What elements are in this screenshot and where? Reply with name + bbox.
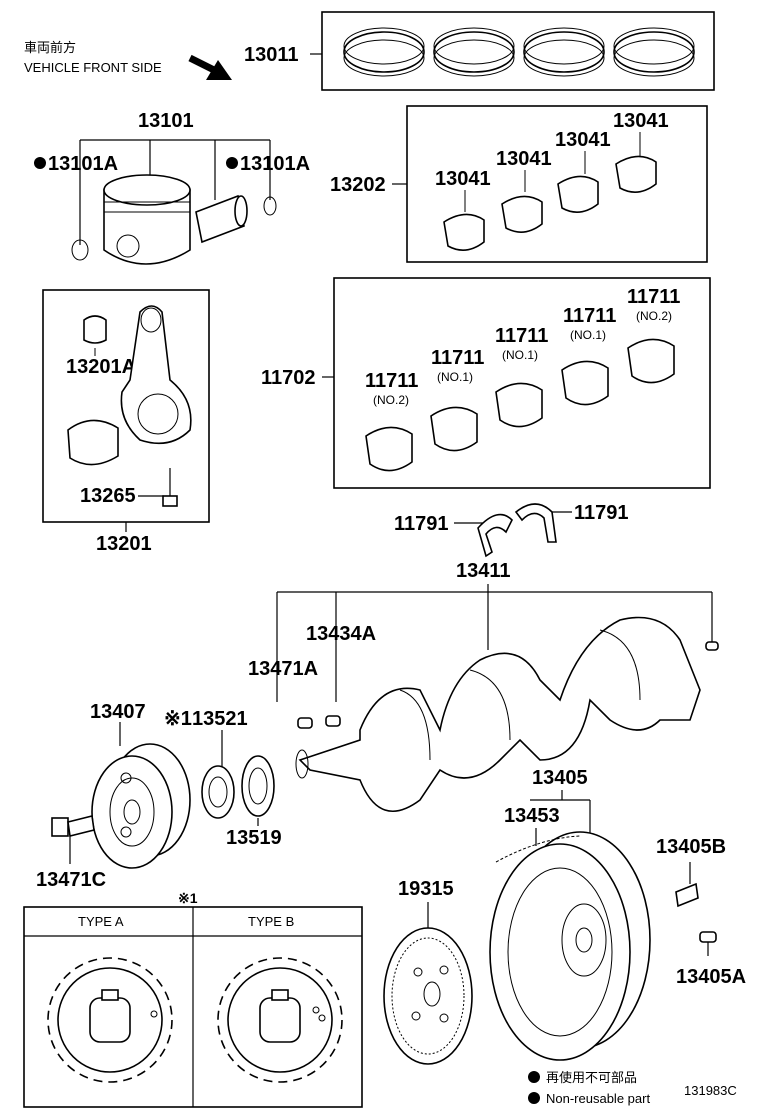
part-number-13201A: 13201A <box>66 356 136 378</box>
legend-en: Non-reusable part <box>546 1091 650 1106</box>
part-number-13202: 13202 <box>330 174 386 196</box>
part-number-13407: 13407 <box>90 701 146 723</box>
part-number-13041-2: 13041 <box>496 148 552 170</box>
front-label-en: VEHICLE FRONT SIDE <box>24 60 162 75</box>
sprocket-type-a-icon <box>47 957 173 1083</box>
part-number-13265: 13265 <box>80 485 136 507</box>
flywheel-pin-icon <box>699 931 717 956</box>
part-number-13101A-left: 13101A <box>48 153 118 175</box>
part-number-11711-5: 11711 <box>627 286 680 308</box>
non-reusable-dot <box>226 157 238 169</box>
sprocket-group: ※1 13521 13519 <box>164 708 282 849</box>
part-number-13405B: 13405B <box>656 836 726 858</box>
part-number-13471C: 13471C <box>36 869 106 891</box>
non-reusable-dot <box>34 157 46 169</box>
bearing-shell-icon <box>443 155 657 251</box>
legend-dot-icon <box>528 1092 540 1104</box>
part-number-13041-4: 13041 <box>613 110 669 132</box>
flywheel-bolt-icon <box>675 862 699 908</box>
front-label-jp: 車両前方 <box>24 40 76 56</box>
part-number-13519: 13519 <box>226 827 282 849</box>
part-number-13101: 13101 <box>138 110 194 132</box>
part-number-19315: 19315 <box>398 878 454 900</box>
main-bearing-shell-icon <box>365 338 675 472</box>
main-bearing-group: 11702 11711 (NO.2) 11711 (NO.1) 11711 (N… <box>261 277 711 489</box>
pulley-bolt-icon <box>51 815 95 856</box>
connecting-rod-icon <box>67 305 192 507</box>
legend-jp: 再使用不可部品 <box>546 1070 637 1086</box>
part-number-13041-1: 13041 <box>435 168 491 190</box>
main-bearing-box <box>333 277 711 489</box>
part-number-13405: 13405 <box>532 767 588 789</box>
flywheel-icon <box>489 831 651 1061</box>
part-number-11702: 11702 <box>261 367 316 389</box>
part-number-13405A: 13405A <box>676 966 746 988</box>
part-number-11711-1: 11711 <box>365 370 418 392</box>
part-number-11711-3: 11711 <box>495 325 548 347</box>
piston-pin-icon <box>195 194 248 244</box>
part-number-13101A-right: 13101A <box>240 153 310 175</box>
part-number-13521: 13521 <box>192 708 248 730</box>
type-note-mark: ※1 <box>178 890 198 906</box>
vehicle-front-indicator: 車両前方 VEHICLE FRONT SIDE <box>24 40 232 80</box>
no1-label-1: (NO.1) <box>437 370 473 384</box>
no2-label-2: (NO.2) <box>636 309 672 323</box>
part-number-11791-right: 11791 <box>574 502 629 524</box>
part-number-11711-2: 11711 <box>431 347 484 369</box>
diagram-id: 131983C <box>684 1083 737 1098</box>
no1-label-3: (NO.1) <box>570 328 606 342</box>
part-number-13201: 13201 <box>96 533 152 555</box>
crankshaft-icon <box>295 616 719 812</box>
snap-ring-icon <box>71 196 277 261</box>
piston-ring-set-group: 13011 <box>244 11 715 91</box>
crankshaft-group: 13411 13434A 13471A <box>248 560 719 812</box>
part-number-13041-3: 13041 <box>555 129 611 151</box>
no2-label-1: (NO.2) <box>373 393 409 407</box>
part-number-13471A: 13471A <box>248 658 318 680</box>
part-number-11791-left: 11791 <box>394 513 449 535</box>
note-mark-13521: ※1 <box>164 708 192 730</box>
sprocket-type-b-icon <box>217 957 343 1083</box>
crank-pulley-group: 13407 13471C <box>36 701 191 891</box>
piston-icon <box>103 174 191 265</box>
front-arrow-icon <box>188 54 232 80</box>
no1-label-2: (NO.1) <box>502 348 538 362</box>
crank-sprocket-icon <box>201 755 275 819</box>
part-number-13434A: 13434A <box>306 623 376 645</box>
crank-pulley-icon <box>91 743 191 869</box>
part-number-11711-4: 11711 <box>563 305 616 327</box>
piston-ring-box <box>321 11 715 91</box>
legend-dot-icon <box>528 1071 540 1083</box>
part-number-13453: 13453 <box>504 805 560 827</box>
timing-rotor-icon <box>383 927 473 1065</box>
legend: 再使用不可部品 Non-reusable part 131983C <box>528 1070 737 1106</box>
connecting-rod-group: 13201 13201A 13265 <box>42 289 210 555</box>
rod-bearing-group: 13202 13041 13041 13041 13041 <box>330 105 708 263</box>
part-number-13011: 13011 <box>244 44 299 66</box>
thrust-washer-group: 11791 11791 <box>394 502 629 558</box>
piston-group: 13101 13101A 13101A <box>34 110 310 265</box>
flywheel-group: 13405 13453 13405B 13405A <box>489 767 746 1061</box>
part-number-13411: 13411 <box>456 560 511 582</box>
thrust-washer-icon <box>477 503 557 558</box>
timing-rotor-group: 19315 <box>383 878 473 1065</box>
type-b-label: TYPE B <box>248 914 294 929</box>
type-a-label: TYPE A <box>78 914 124 929</box>
piston-ring-icon <box>343 27 695 77</box>
sprocket-type-table: ※1 TYPE A TYPE B <box>23 890 363 1108</box>
